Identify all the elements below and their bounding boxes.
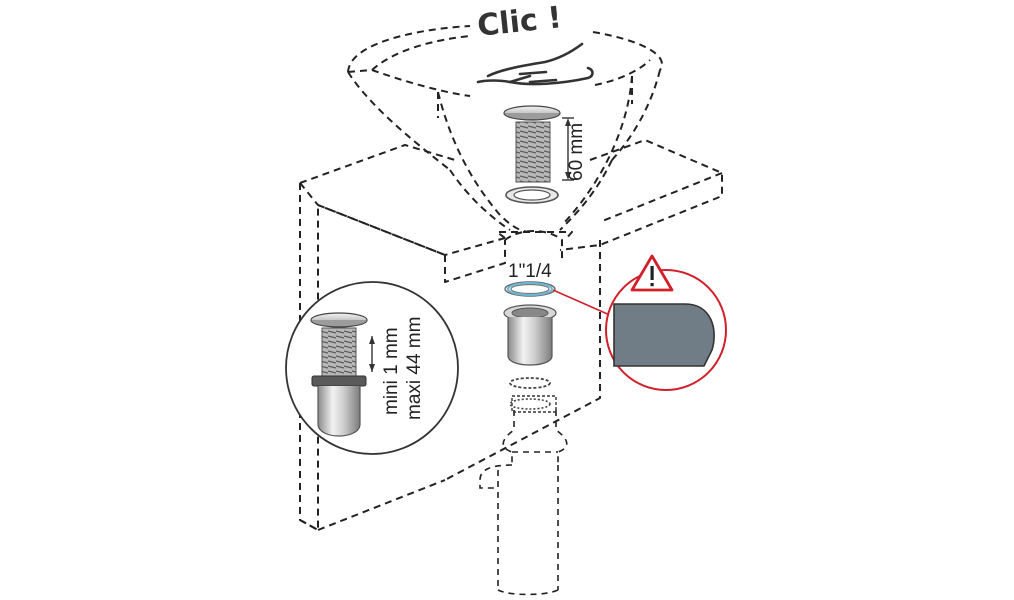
hand-press-icon bbox=[476, 42, 594, 86]
warning-triangle-icon bbox=[630, 254, 674, 292]
bottle-trap bbox=[479, 395, 568, 596]
max-thickness-label: maxi 44 mm bbox=[404, 316, 425, 420]
height-dimension-label: 60 mm bbox=[566, 122, 587, 181]
basin-bowl bbox=[347, 25, 663, 233]
thread-size-label: 1"1/4 bbox=[508, 261, 552, 282]
clic-label: Clic ! bbox=[475, 0, 564, 44]
countertop bbox=[299, 139, 723, 283]
drain-body-exploded bbox=[503, 281, 557, 410]
callout-line bbox=[552, 289, 613, 317]
min-thickness-label: mini 1 mm bbox=[381, 327, 402, 415]
pop-up-plug-top bbox=[503, 105, 574, 204]
gasket-detail-circle bbox=[605, 269, 727, 391]
thickness-detail-circle bbox=[285, 281, 459, 455]
